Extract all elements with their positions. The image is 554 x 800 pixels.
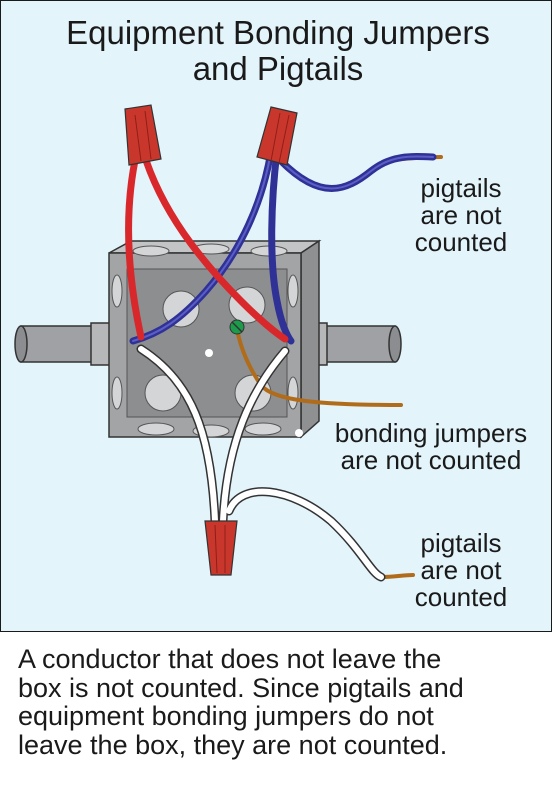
- wire-nut-red-neutral: [204, 520, 238, 576]
- junction-box-illustration: [14, 104, 443, 582]
- pigtails-bottom-line-3: counted: [414, 582, 508, 612]
- title-line-1: Equipment Bonding Jumpers: [66, 14, 490, 51]
- caption-line-1: A conductor that does not leave the: [18, 644, 442, 674]
- bonding-line-2: are not counted: [340, 445, 522, 475]
- pigtails-top-line-2: are not: [420, 200, 502, 230]
- neutral-wires-fill: [138, 346, 384, 580]
- bonding-jumpers-label: bonding jumpers are not counted: [315, 420, 547, 474]
- pigtails-label-bottom: pigtails are not counted: [399, 530, 523, 611]
- pigtails-top-line-1: pigtails: [420, 173, 502, 203]
- ground-screw: [229, 319, 245, 335]
- bonding-line-1: bonding jumpers: [334, 418, 528, 448]
- caption-line-4: leave the box, they are not counted.: [18, 729, 448, 760]
- title-line-2: and Pigtails: [192, 50, 364, 87]
- caption-text: A conductor that does not leave the box …: [18, 645, 548, 759]
- diagram-title: Equipment Bonding Jumpers and Pigtails: [1, 15, 554, 87]
- wire-nut-red-hot: [124, 104, 162, 166]
- caption-line-2: box is not counted. Since pigtails and: [18, 672, 464, 703]
- wire-nut-red-ground: [256, 106, 298, 166]
- hot-wires: [125, 147, 289, 343]
- pigtails-bottom-line-1: pigtails: [420, 528, 502, 558]
- pigtails-bottom-line-2: are not: [420, 555, 502, 585]
- ground-wires-highlight: [132, 150, 434, 342]
- diagram-panel: Equipment Bonding Jumpers and Pigtails: [0, 0, 552, 632]
- caption-line-3: equipment bonding jumpers do not: [18, 701, 434, 732]
- pigtails-label-top: pigtails are not counted: [399, 175, 523, 256]
- pigtails-top-line-3: counted: [414, 227, 508, 257]
